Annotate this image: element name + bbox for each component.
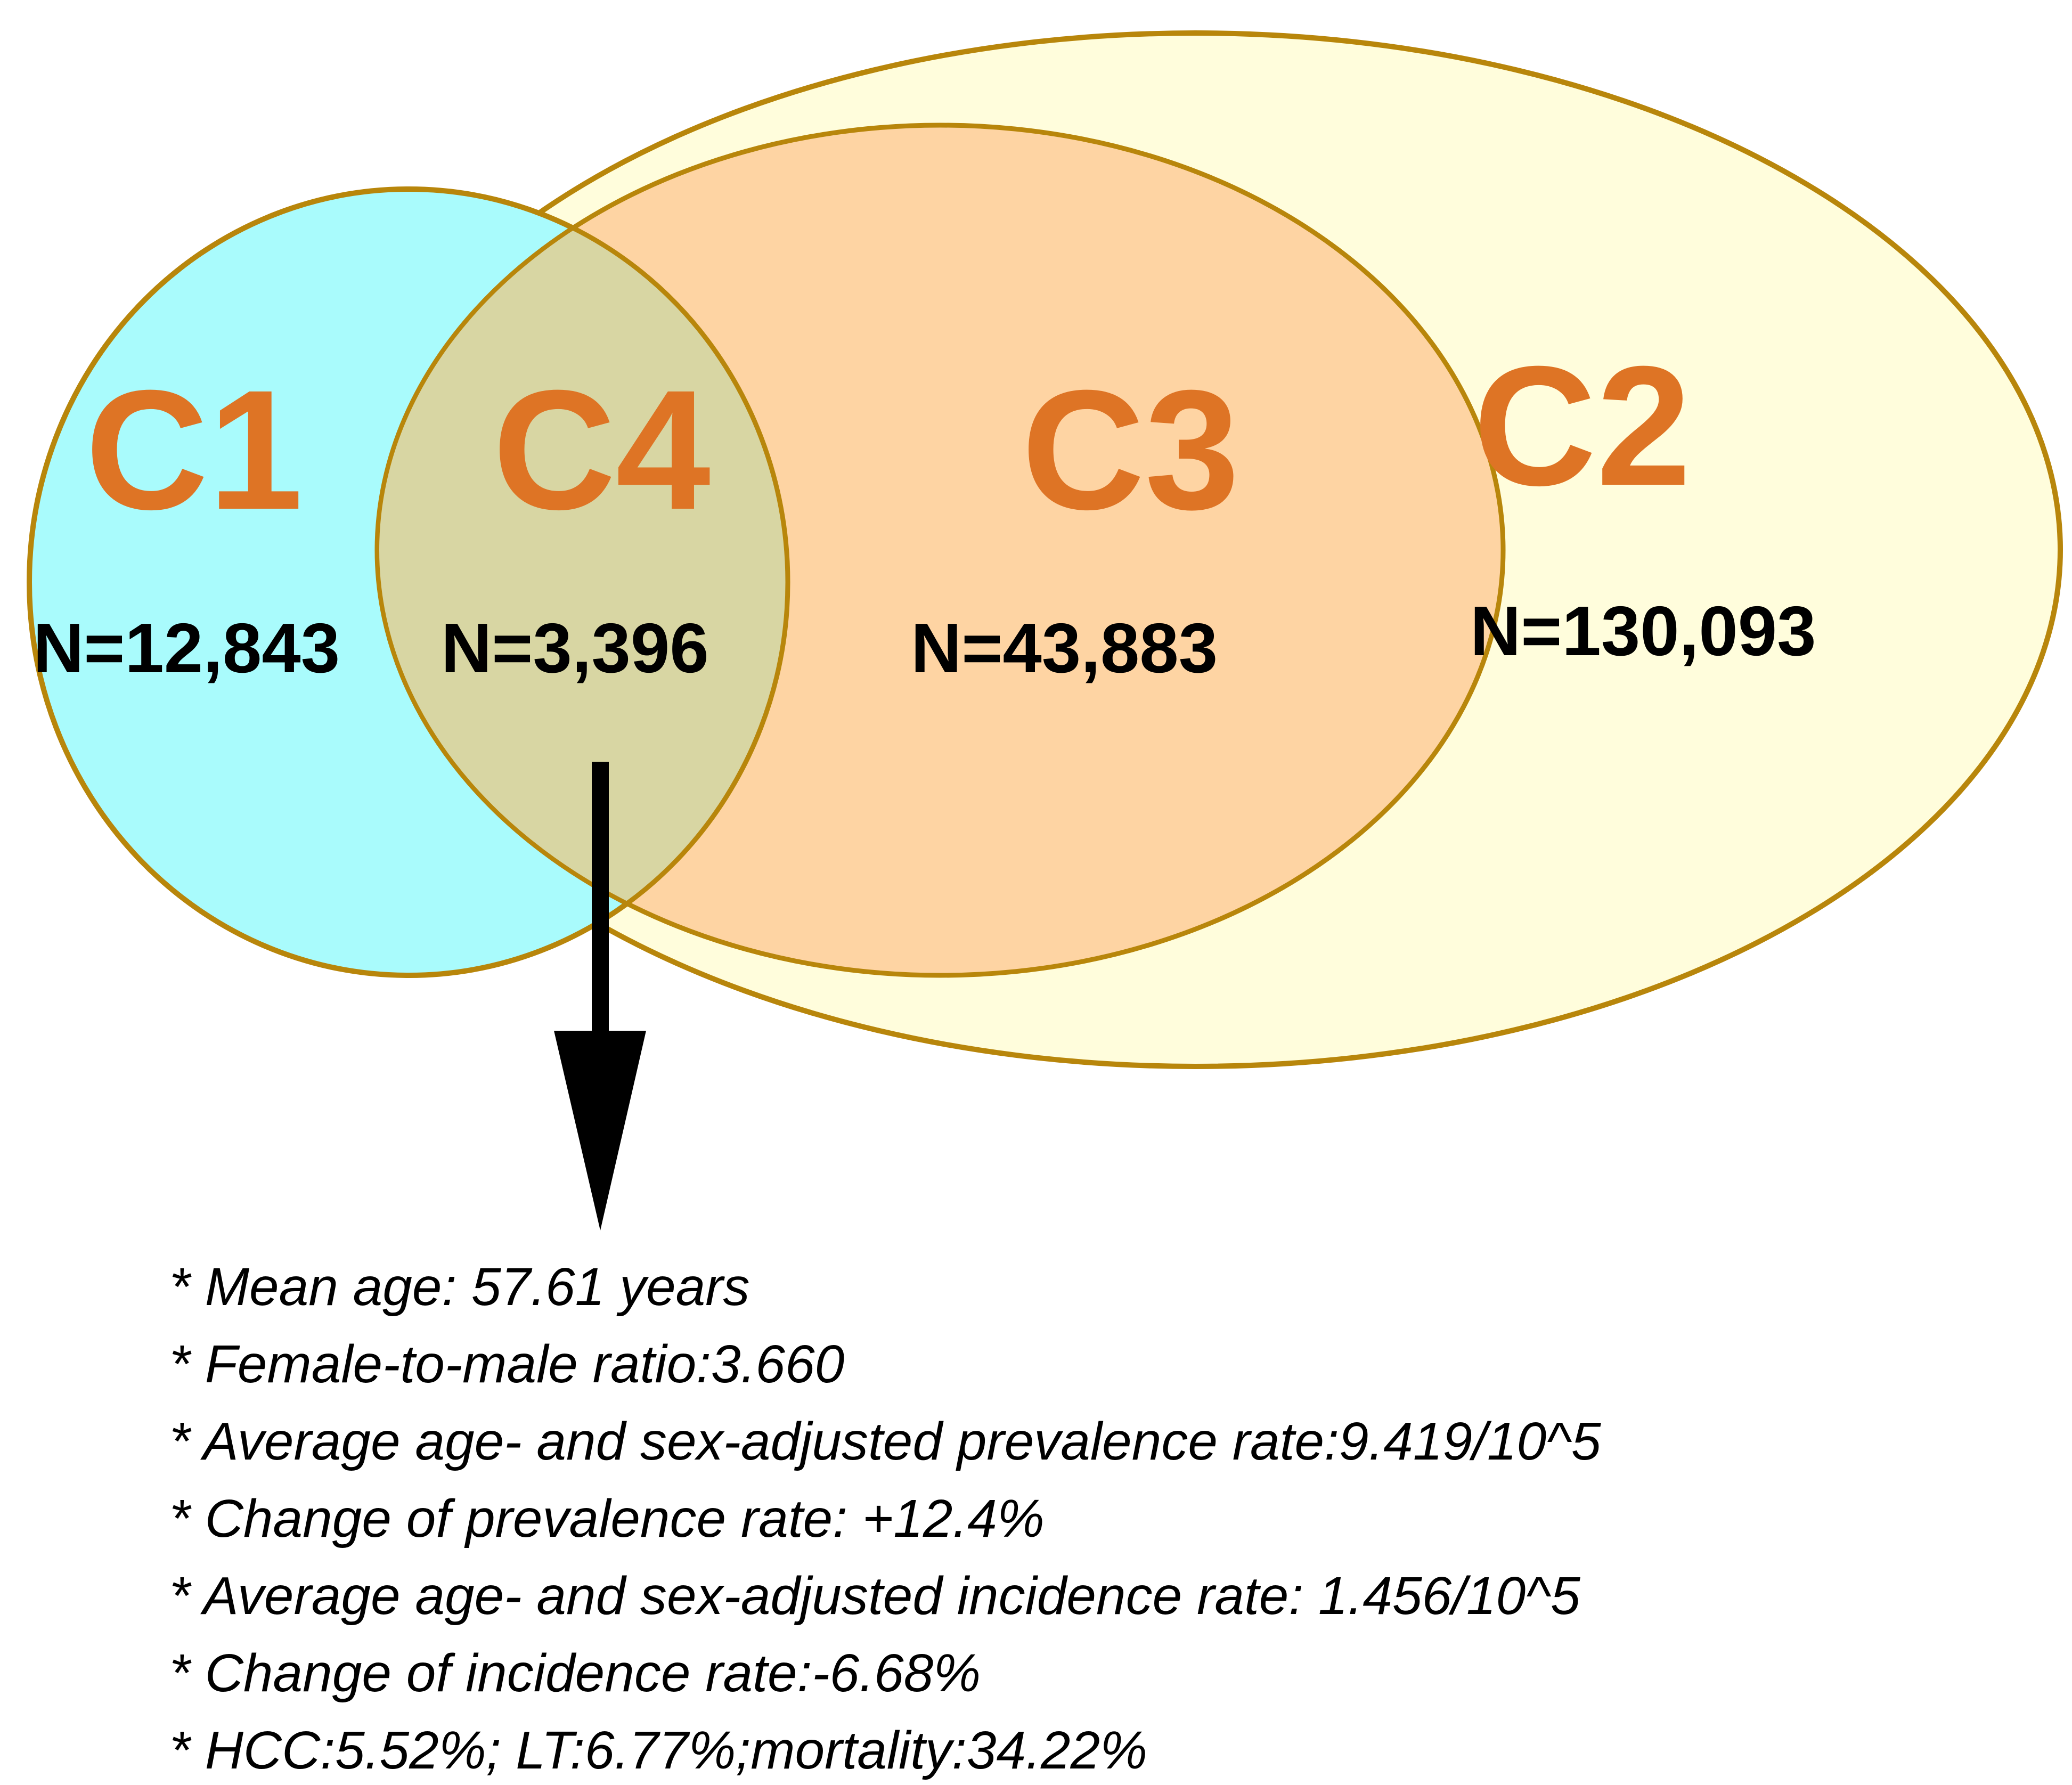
c4-details-list: * Mean age: 57.61 years * Female-to-male… [169,1257,1601,1780]
detail-incidence-change: * Change of incidence rate:-6.68% [169,1643,981,1703]
c4-label: C4 [493,354,712,545]
detail-prevalence-change: * Change of prevalence rate: +12.4% [169,1489,1045,1548]
detail-female-male-ratio: * Female-to-male ratio:3.660 [169,1334,844,1394]
down-arrow-icon [554,762,646,1230]
c4-count: N=3,396 [441,609,709,687]
c3-count: N=43,883 [911,609,1218,687]
detail-prevalence-rate: * Average age- and sex-adjusted prevalen… [169,1412,1601,1471]
detail-mean-age: * Mean age: 57.61 years [169,1257,750,1317]
detail-outcomes: * HCC:5.52%; LT:6.77%;mortality:34.22% [169,1721,1147,1780]
c4-overlap [377,189,788,975]
c1-count: N=12,843 [33,609,340,687]
detail-incidence-rate: * Average age- and sex-adjusted incidenc… [169,1566,1580,1626]
c3-label: C3 [1022,354,1239,545]
c2-label: C2 [1473,330,1691,521]
c2-count: N=130,093 [1470,592,1816,670]
c1-label: C1 [85,354,303,545]
